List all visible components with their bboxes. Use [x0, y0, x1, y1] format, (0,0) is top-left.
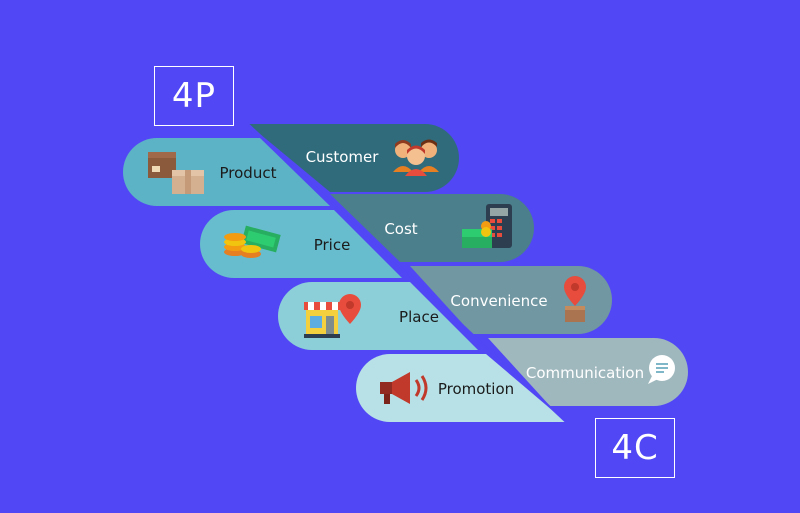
p-label-price: Price	[314, 236, 351, 254]
location-box-icon	[564, 276, 586, 322]
c-label-communication: Communication	[526, 364, 644, 382]
chat-bubble-icon	[648, 355, 675, 384]
diagonal-divider	[247, 123, 567, 423]
megaphone-icon	[380, 372, 428, 404]
four-c-box: 4C	[595, 418, 675, 478]
p-pill-price: Price	[200, 210, 402, 278]
c-label-customer: Customer	[306, 148, 380, 166]
c-pill-communication: Communication	[488, 338, 688, 406]
four-p-box: 4P	[154, 66, 234, 126]
c-label-cost: Cost	[384, 220, 417, 238]
p-pill-product: Product	[123, 138, 330, 206]
boxes-icon	[148, 152, 204, 194]
p-label-product: Product	[220, 164, 277, 182]
four-c-label: 4C	[611, 428, 659, 468]
p-pill-place: Place	[278, 282, 478, 350]
p-label-promotion: Promotion	[438, 380, 514, 398]
four-p-label: 4P	[171, 76, 217, 116]
shop-location-icon	[304, 294, 361, 338]
c-pill-customer: Customer	[248, 124, 459, 192]
c-label-convenience: Convenience	[450, 292, 547, 310]
p-pill-promotion: Promotion	[356, 354, 566, 422]
people-icon	[393, 139, 439, 176]
p-label-place: Place	[399, 308, 439, 326]
calculator-money-icon	[462, 204, 512, 248]
c-pill-cost: Cost	[330, 194, 534, 262]
c-pill-convenience: Convenience	[410, 266, 612, 334]
